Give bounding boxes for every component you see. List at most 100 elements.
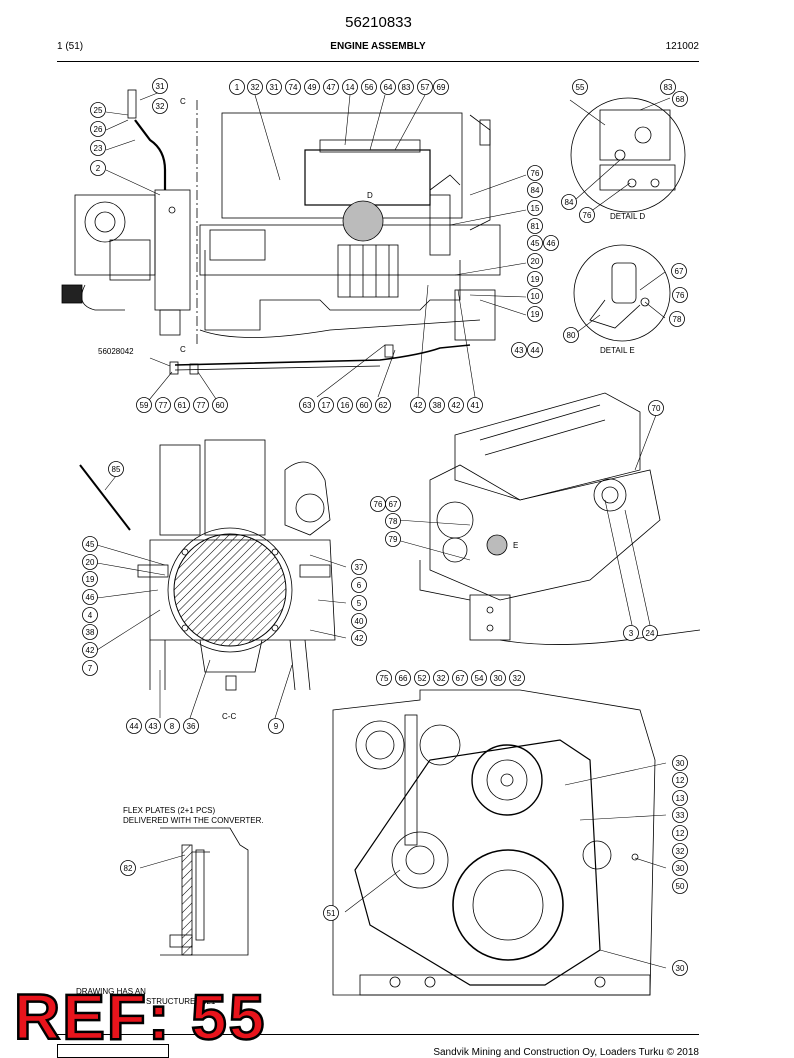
callout: 45 (531, 239, 540, 248)
callout: 75 (380, 674, 389, 683)
ref-stamp: REF: 55 (13, 981, 267, 1053)
callout: 43 (149, 722, 158, 731)
callout-group-bottom-row-b: 63 17 16 60 62 (299, 397, 391, 413)
callout: 42 (86, 646, 95, 655)
callout: 40 (355, 617, 364, 626)
callout: 20 (86, 558, 95, 567)
callout: 67 (675, 267, 684, 276)
callout-group-section-bottom: 44 43 8 36 9 (126, 718, 284, 734)
callout: 50 (676, 882, 685, 891)
callout: 78 (673, 315, 682, 324)
callout: 3 (629, 629, 634, 638)
callout: 76 (583, 211, 592, 220)
callout: 36 (187, 722, 196, 731)
detail-e (573, 244, 671, 342)
detail-marker-d: D (367, 191, 373, 200)
callout-group-right-main: 76 84 15 81 45 46 20 19 10 19 43 44 (511, 165, 559, 358)
callout: 78 (389, 517, 398, 526)
callout: 23 (94, 144, 103, 153)
engine-3d-view (419, 392, 701, 645)
callout: 19 (531, 310, 540, 319)
callout: 10 (531, 292, 540, 301)
callout: 19 (86, 575, 95, 584)
detail-e-label: DETAIL E (600, 346, 635, 355)
callout: 49 (308, 83, 317, 92)
callout: 2 (96, 164, 101, 173)
callout: 82 (124, 864, 133, 873)
callout: 7 (88, 664, 93, 673)
callout: 9 (274, 722, 279, 731)
callout: 44 (531, 346, 540, 355)
callout: 84 (531, 186, 540, 195)
detail-d (570, 97, 686, 213)
footer-rule (57, 1034, 699, 1035)
callout: 83 (664, 83, 673, 92)
part-reference: 56028042 (98, 347, 134, 356)
callout: 32 (437, 674, 446, 683)
flex-note-line-1: FLEX PLATES (2+1 PCS) (123, 806, 216, 815)
callout: 76 (676, 291, 685, 300)
callout: 30 (494, 674, 503, 683)
callout: 13 (676, 794, 685, 803)
callout: 47 (327, 83, 336, 92)
callout: 6 (357, 581, 362, 590)
callout: 76 (374, 500, 383, 509)
callout: 67 (456, 674, 465, 683)
callout: 46 (86, 593, 95, 602)
section-cc-label: C-C (222, 712, 236, 721)
callout: 38 (433, 401, 442, 410)
callout: 42 (355, 634, 364, 643)
callout-group-bottom-row-a: 59 77 61 77 60 (136, 397, 228, 413)
callout: 42 (452, 401, 461, 410)
callout: 30 (676, 864, 685, 873)
callout: 74 (289, 83, 298, 92)
callout-group-detail-d: 55 83 68 84 76 (561, 79, 688, 223)
callout-group-section-left: 85 45 20 19 46 4 38 42 7 (82, 461, 124, 676)
callout: 30 (676, 964, 685, 973)
callout: 12 (676, 829, 685, 838)
callout: 70 (652, 404, 661, 413)
callout-group-bottom-row-c: 42 38 42 41 (410, 397, 483, 413)
drawing-note-line-2: STRUCTURE 5621 (146, 997, 216, 1006)
callout: 67 (389, 500, 398, 509)
callout: 83 (402, 83, 411, 92)
callout-group-top-left: 31 32 25 26 23 2 (90, 78, 168, 176)
callout: 32 (676, 847, 685, 856)
callout: 84 (565, 198, 574, 207)
callout: 69 (437, 83, 446, 92)
callout: 15 (531, 204, 540, 213)
callout: 60 (360, 401, 369, 410)
callout: 16 (341, 401, 350, 410)
callout: 63 (303, 401, 312, 410)
callout: 12 (676, 776, 685, 785)
flex-plate-note: FLEX PLATES (2+1 PCS) DELIVERED WITH THE… (123, 806, 264, 826)
leader-lines (96, 91, 671, 969)
callout-group-section-right: 37 6 5 40 42 (351, 559, 367, 646)
detail-marker-e: E (513, 541, 518, 550)
drawing-labels: DETAIL D DETAIL E C-C C C D E 56028042 (98, 97, 645, 721)
callouts: 31 32 25 26 23 2 1 32 31 74 49 47 14 56 … (82, 78, 688, 976)
callout: 37 (355, 563, 364, 572)
page-title: ENGINE ASSEMBLY (330, 41, 426, 52)
callout: 51 (327, 909, 336, 918)
callout: 61 (178, 401, 187, 410)
callout: 64 (384, 83, 393, 92)
callout: 68 (676, 95, 685, 104)
callout: 31 (270, 83, 279, 92)
callout: 41 (471, 401, 480, 410)
callout: 32 (513, 674, 522, 683)
callout: 66 (399, 674, 408, 683)
detail-d-label: DETAIL D (610, 212, 645, 221)
callout: 56 (365, 83, 374, 92)
section-cc-view (79, 439, 336, 691)
callout: 14 (346, 83, 355, 92)
callout: 32 (156, 102, 165, 111)
callout: 62 (379, 401, 388, 410)
callout: 33 (676, 811, 685, 820)
callout: 60 (216, 401, 225, 410)
callout: 38 (86, 628, 95, 637)
document-number: 56210833 (345, 14, 412, 31)
callout: 54 (475, 674, 484, 683)
callout: 24 (646, 629, 655, 638)
